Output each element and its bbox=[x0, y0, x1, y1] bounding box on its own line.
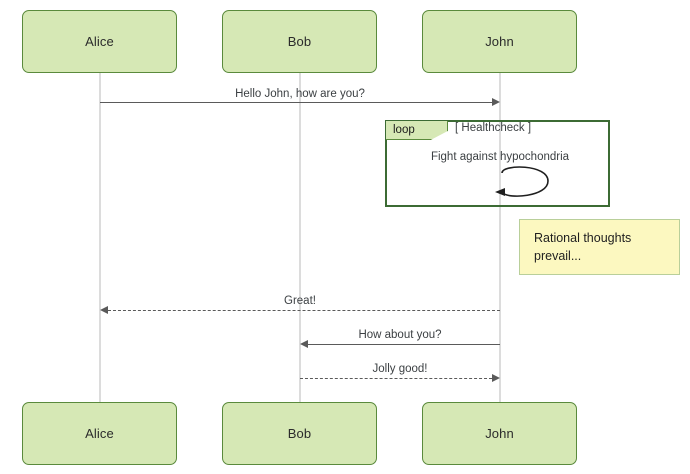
message-line-jolly-good bbox=[300, 378, 492, 379]
message-line-great bbox=[108, 310, 500, 311]
actor-label-bob-bottom: Bob bbox=[287, 426, 312, 441]
message-line-hello bbox=[100, 102, 492, 103]
loop-self-message-label: Fight against hypochondria bbox=[430, 151, 570, 163]
loop-fragment-box bbox=[385, 120, 610, 207]
message-label-great: Great! bbox=[284, 295, 316, 307]
message-arrowhead-great bbox=[100, 305, 108, 314]
actor-box-bob-top[interactable]: Bob bbox=[222, 10, 377, 73]
actor-box-john-top[interactable]: John bbox=[422, 10, 577, 73]
actor-label-john-bottom: John bbox=[485, 426, 514, 441]
lifeline-john bbox=[499, 73, 501, 403]
actor-box-alice-bottom[interactable]: Alice bbox=[22, 402, 177, 465]
message-label-hello: Hello John, how are you? bbox=[235, 88, 365, 100]
self-loop-arrow bbox=[495, 166, 549, 197]
lifeline-alice bbox=[99, 73, 101, 403]
note-text: Rational thoughts prevail... bbox=[534, 231, 632, 264]
actor-label-bob-top: Bob bbox=[287, 34, 312, 49]
message-arrowhead-hello bbox=[492, 97, 500, 106]
loop-fragment-tab: loop bbox=[386, 121, 448, 140]
actor-box-alice-top[interactable]: Alice bbox=[22, 10, 177, 73]
note-box: Rational thoughts prevail... bbox=[519, 219, 680, 275]
message-label-jolly-good: Jolly good! bbox=[372, 363, 428, 375]
message-arrowhead-how-about-you bbox=[300, 339, 308, 348]
loop-fragment-tab-label: loop bbox=[393, 124, 415, 136]
message-label-how-about-you: How about you? bbox=[358, 329, 442, 341]
actor-box-bob-bottom[interactable]: Bob bbox=[222, 402, 377, 465]
message-line-how-about-you bbox=[308, 344, 500, 345]
actor-label-alice-top: Alice bbox=[85, 34, 114, 49]
actor-label-john-top: John bbox=[485, 34, 514, 49]
actor-label-alice-bottom: Alice bbox=[85, 426, 114, 441]
lifeline-bob bbox=[299, 73, 301, 403]
actor-box-john-bottom[interactable]: John bbox=[422, 402, 577, 465]
loop-fragment-condition: [ Healthcheck ] bbox=[455, 122, 532, 134]
message-arrowhead-jolly-good bbox=[492, 373, 500, 382]
